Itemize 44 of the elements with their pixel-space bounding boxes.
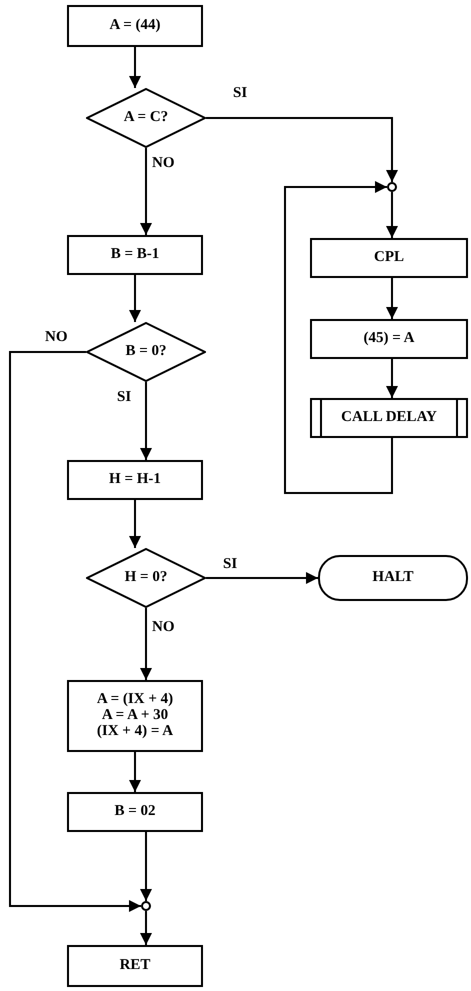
arrow xyxy=(140,608,152,680)
node-text: B = B-1 xyxy=(110,247,160,263)
node-text: RET xyxy=(120,958,150,974)
node-text: A = C? xyxy=(124,110,168,126)
arrow xyxy=(206,572,318,584)
node-text: H = 0? xyxy=(124,570,168,586)
node-text: A = A + 30 xyxy=(102,708,168,724)
node-text: CPL xyxy=(374,250,404,266)
subroutine-box xyxy=(310,398,468,438)
node-text: (IX + 4) = A xyxy=(96,724,174,740)
process-box xyxy=(67,945,203,987)
process-box xyxy=(67,792,203,832)
arrow xyxy=(140,382,152,460)
arrow xyxy=(386,192,398,238)
node-text: H = H-1 xyxy=(109,472,161,488)
arrow xyxy=(129,752,141,792)
arrow xyxy=(284,181,393,494)
node-text: B = 0? xyxy=(125,344,167,360)
node-text: B = 02 xyxy=(114,804,156,820)
node-text: A = (IX + 4) xyxy=(96,692,174,708)
decision-diamond xyxy=(86,88,206,148)
arrow xyxy=(140,911,152,945)
decision-diamond xyxy=(86,322,206,382)
arrow xyxy=(129,275,141,322)
node-text: (45) = A xyxy=(363,331,415,347)
process-box xyxy=(67,680,203,752)
arrow xyxy=(386,359,398,398)
node-text: HALT xyxy=(372,570,414,586)
process-box xyxy=(67,5,203,47)
arrow xyxy=(206,117,398,182)
process-box xyxy=(67,460,203,500)
process-box xyxy=(310,238,468,278)
arrow xyxy=(9,351,141,912)
arrow xyxy=(140,832,152,901)
terminal-box xyxy=(318,555,468,601)
arrow xyxy=(386,278,398,319)
decision-diamond xyxy=(86,548,206,608)
process-box xyxy=(67,235,203,275)
arrow xyxy=(140,148,152,235)
arrow xyxy=(129,500,141,548)
arrow xyxy=(129,47,141,88)
process-box xyxy=(310,319,468,359)
node-text: A = (44) xyxy=(109,18,161,34)
node-text: CALL DELAY xyxy=(341,410,437,426)
